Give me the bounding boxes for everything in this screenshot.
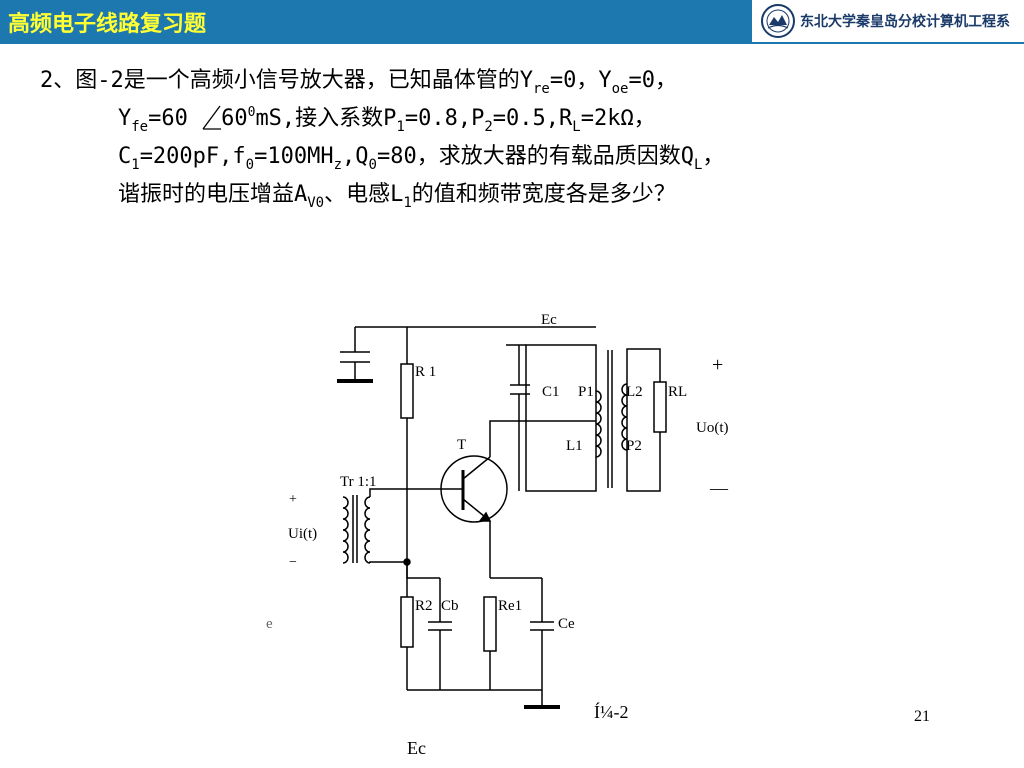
label-ce: Ce bbox=[558, 616, 575, 632]
page-number: 21 bbox=[914, 708, 930, 725]
label-c1: C1 bbox=[542, 384, 560, 400]
label-ec-bottom: Ec bbox=[407, 738, 426, 758]
resistor-r1 bbox=[400, 363, 414, 419]
label-p1: P1 bbox=[578, 384, 594, 400]
label-ui: Ui(t) bbox=[288, 526, 317, 542]
input-transformer-primary bbox=[342, 496, 349, 564]
label-r2: R2 bbox=[415, 598, 433, 614]
problem-line-3: C1=200pF,f0=100MHz,Q0=80，求放大器的有载品质因数QL， bbox=[118, 144, 725, 173]
label-tr: Tr 1:1 bbox=[340, 474, 377, 490]
label-t: T bbox=[457, 437, 466, 453]
label-minus-out: — bbox=[709, 478, 729, 498]
collector-lead bbox=[489, 420, 596, 457]
resistor-rl bbox=[653, 381, 667, 433]
header-bar: 高频电子线路复习题 bbox=[0, 0, 752, 42]
emitter-arrow-icon bbox=[478, 511, 492, 522]
label-cb: Cb bbox=[441, 598, 459, 614]
label-minus-in: − bbox=[289, 555, 297, 570]
problem-line-1: 2、图-2是一个高频小信号放大器，已知晶体管的Yre=0，Yoe=0， bbox=[40, 68, 677, 97]
problem-statement: 2、图-2是一个高频小信号放大器，已知晶体管的Yre=0，Yoe=0， Yfe=… bbox=[40, 62, 1000, 214]
label-stray-e: e bbox=[266, 616, 273, 632]
resistor-re1 bbox=[483, 596, 497, 652]
amplifier-circuit-diagram: Ec R 1 C1 P1 L2 RL + Uo(t) — L1 P2 T Tr … bbox=[266, 312, 729, 758]
label-ec-top: Ec bbox=[541, 312, 557, 328]
label-r1: R 1 bbox=[415, 364, 436, 380]
label-p2: P2 bbox=[626, 438, 642, 454]
logo-text: 东北大学秦皇岛分校计算机工程系 bbox=[800, 14, 1010, 30]
tank-frame bbox=[525, 344, 597, 492]
resistor-r2 bbox=[400, 596, 414, 648]
label-plus-out: + bbox=[712, 354, 723, 376]
problem-number: 2、 bbox=[40, 68, 76, 93]
label-rl: RL bbox=[668, 384, 687, 400]
figure-caption: Í¼-2 bbox=[594, 701, 629, 722]
slide-title: 高频电子线路复习题 bbox=[8, 12, 207, 37]
header-divider bbox=[0, 42, 1024, 44]
inductor-l1 bbox=[595, 390, 602, 458]
university-seal-icon bbox=[761, 4, 795, 38]
input-transformer-secondary bbox=[364, 496, 371, 564]
inductor-l2 bbox=[621, 383, 628, 451]
university-logo: 东北大学秦皇岛分校计算机工程系 bbox=[760, 2, 1022, 40]
angle-symbol-icon bbox=[202, 105, 222, 130]
label-re1: Re1 bbox=[498, 598, 522, 614]
label-l2: L2 bbox=[626, 384, 643, 400]
problem-line-4: 谐振时的电压增益AV0、电感L1的值和频带宽度各是多少？ bbox=[118, 182, 676, 211]
problem-line-2: Yfe=60 600mS,接入系数P1=0.8,P2=0.5,RL=2kΩ， bbox=[118, 105, 656, 135]
label-l1: L1 bbox=[566, 438, 583, 454]
label-uo: Uo(t) bbox=[696, 420, 729, 436]
label-plus-in: + bbox=[289, 492, 297, 507]
